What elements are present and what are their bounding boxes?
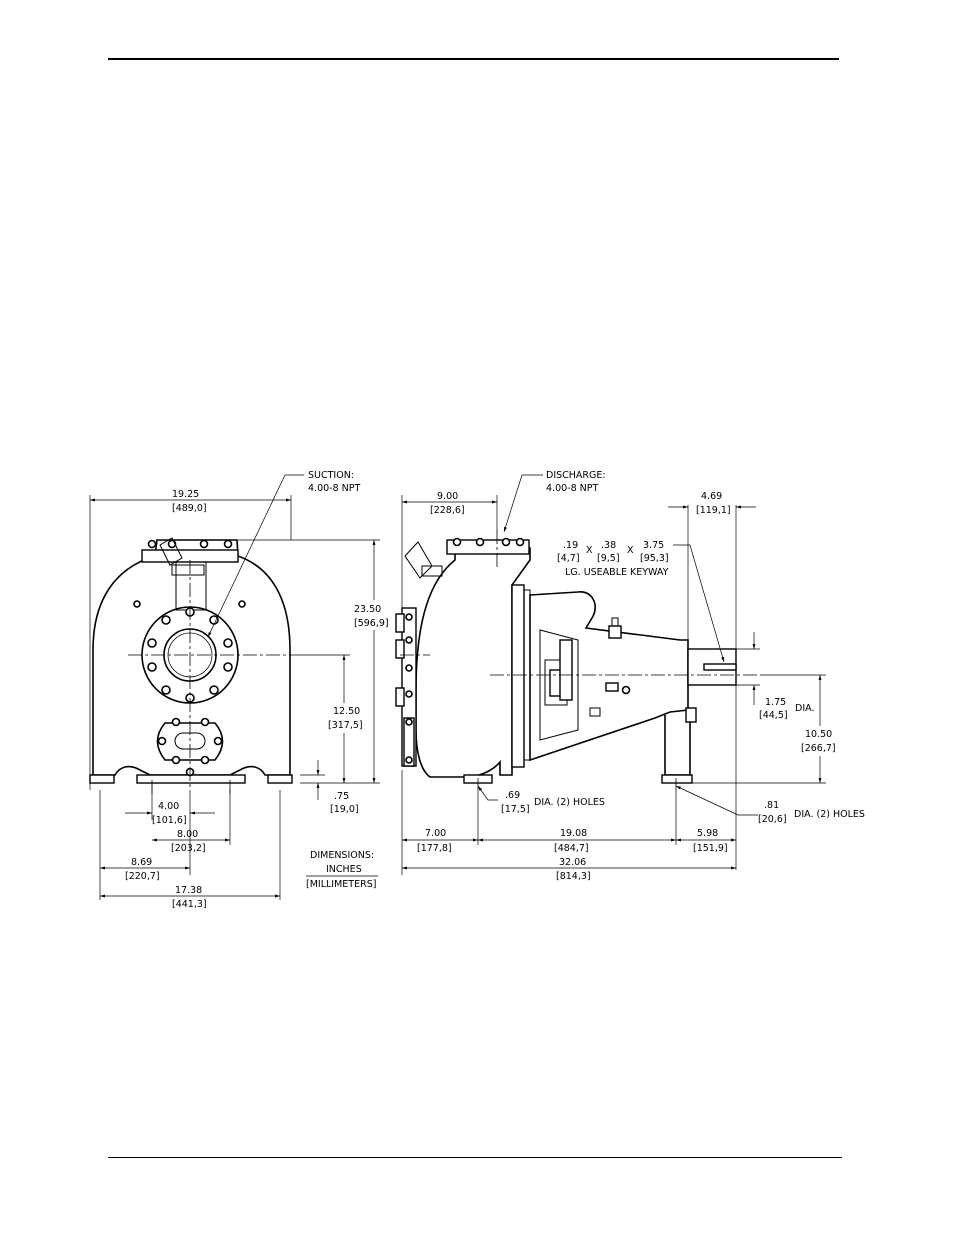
dim-foot-span-in: 19.08 [560,828,587,839]
key-x1: X [586,545,593,556]
dim-discharge-offset-mm: [228,6] [430,505,465,516]
keyway-label: LG. USEABLE KEYWAY [565,567,669,578]
front-view [89,537,293,795]
dim-half-base-in: 8.69 [131,857,152,868]
dim-bolt-outer-mm: [203,2] [171,843,206,854]
dim-hole1-mm: [17,5] [501,804,530,815]
dim-shaft-height-mm: [266,7] [801,743,836,754]
dim-bolt-inner-in: 4.00 [158,801,179,812]
key-x2: X [627,545,634,556]
suction-label: SUCTION: [308,470,354,481]
discharge-size: 4.00-8 NPT [546,483,598,494]
dim-shaft-dia-in: 1.75 [765,697,786,708]
dim-overall-mm: [814,3] [556,871,591,882]
dim-foot1-in: 7.00 [425,828,446,839]
dim-base-in: .75 [334,791,349,802]
header-rule [108,58,839,60]
key-length-mm: [95,3] [640,553,669,564]
dim-centerline-mm: [317,5] [328,720,363,731]
dim-base-width-mm: [441,3] [172,899,207,910]
key-height-mm: [9,5] [597,553,620,564]
dim-bolt-outer-in: 8.00 [177,829,198,840]
dim-foot2-mm: [151,9] [693,843,728,854]
dim-foot2-in: 5.98 [697,828,718,839]
dim-base-mm: [19,0] [330,804,359,815]
units-line2: INCHES [326,864,362,875]
dim-shaft-ext-in: 4.69 [701,491,722,502]
dim-centerline-in: 12.50 [333,706,360,717]
dim-shaft-dia-mm: [44,5] [759,710,788,721]
key-height-in: .38 [601,540,616,551]
dim-shaft-height-in: 10.50 [805,729,832,740]
side-view [395,530,760,790]
dim-height-mm: [596,9] [354,618,389,629]
dim-foot1-mm: [177,8] [417,843,452,854]
dim-hole1-label: DIA. (2) HOLES [534,797,605,808]
dim-hole2-label: DIA. (2) HOLES [794,809,865,820]
side-view-dimensions: DISCHARGE: 4.00-8 NPT 9.00 [228,6] 4.69 … [401,470,865,882]
dim-bolt-inner-mm: [101,6] [152,815,187,826]
dim-discharge-offset-in: 9.00 [437,491,458,502]
dim-width-mm: [489,0] [172,503,207,514]
dim-shaft-dia-label: DIA. [795,703,814,714]
dim-half-base-mm: [220,7] [125,871,160,882]
footer-rule [108,1157,842,1158]
suction-size: 4.00-8 NPT [308,483,360,494]
dim-foot-span-mm: [484,7] [554,843,589,854]
key-width-in: .19 [563,540,578,551]
dim-width-in: 19.25 [172,489,199,500]
units-line3: [MILLIMETERS] [306,879,376,890]
dim-overall-in: 32.06 [559,857,586,868]
front-view-dimensions: 19.25 [489,0] SUCTION: 4.00-8 NPT 23.50 … [89,470,389,910]
dim-height-in: 23.50 [354,604,381,615]
key-width-mm: [4,7] [557,553,580,564]
dim-base-width-in: 17.38 [175,885,202,896]
dim-hole1-in: .69 [505,790,520,801]
discharge-label: DISCHARGE: [546,470,606,481]
units-line1: DIMENSIONS: [310,850,374,861]
key-length-in: 3.75 [643,540,664,551]
dim-hole2-in: .81 [764,800,779,811]
dim-shaft-ext-mm: [119,1] [696,505,731,516]
dim-hole2-mm: [20,6] [758,814,787,825]
